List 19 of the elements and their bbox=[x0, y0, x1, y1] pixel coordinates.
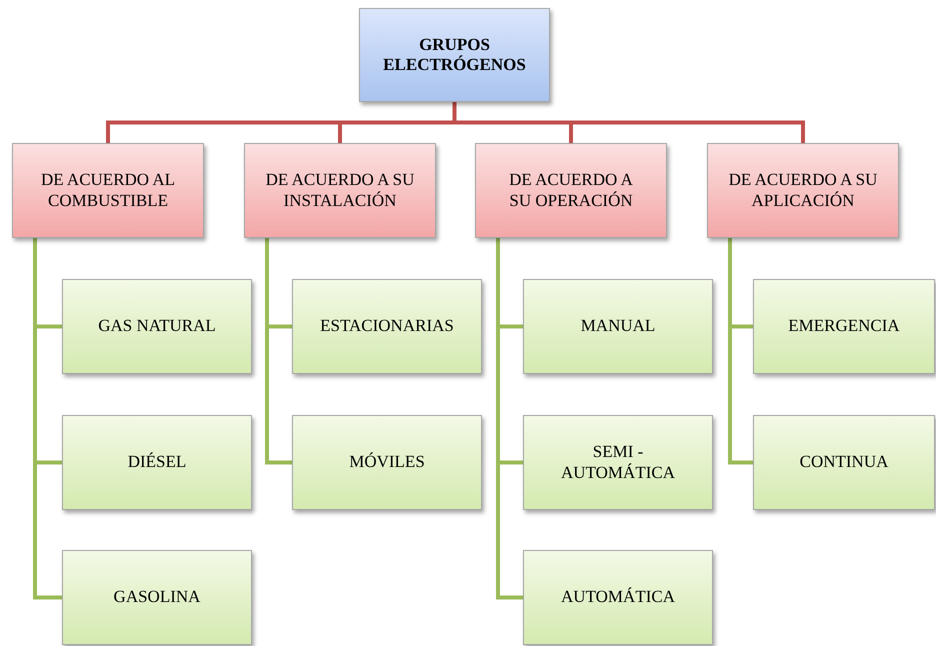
connector-line bbox=[496, 238, 523, 600]
type-box: DIÉSEL bbox=[62, 415, 252, 510]
connector-line bbox=[33, 238, 62, 600]
type-box: MANUAL bbox=[523, 279, 713, 374]
connector-line bbox=[452, 102, 805, 143]
type-box: AUTOMÁTICA bbox=[523, 550, 713, 645]
category-box: DE ACUERDO A SU APLICACIÓN bbox=[707, 143, 899, 238]
type-box: CONTINUA bbox=[753, 415, 935, 510]
category-box: DE ACUERDO A SU OPERACIÓN bbox=[475, 143, 667, 238]
category-box: DE ACUERDO AL COMBUSTIBLE bbox=[12, 143, 204, 238]
category-box: DE ACUERDO A SU INSTALACIÓN bbox=[244, 143, 436, 238]
type-box: SEMI - AUTOMÁTICA bbox=[523, 415, 713, 510]
type-box: ESTACIONARIAS bbox=[292, 279, 482, 374]
type-box: GAS NATURAL bbox=[62, 279, 252, 374]
type-box: MÓVILES bbox=[292, 415, 482, 510]
connector-line bbox=[728, 238, 753, 464]
root-box: GRUPOS ELECTRÓGENOS bbox=[359, 8, 550, 102]
type-box: EMERGENCIA bbox=[753, 279, 935, 374]
type-box: GASOLINA bbox=[62, 550, 252, 645]
